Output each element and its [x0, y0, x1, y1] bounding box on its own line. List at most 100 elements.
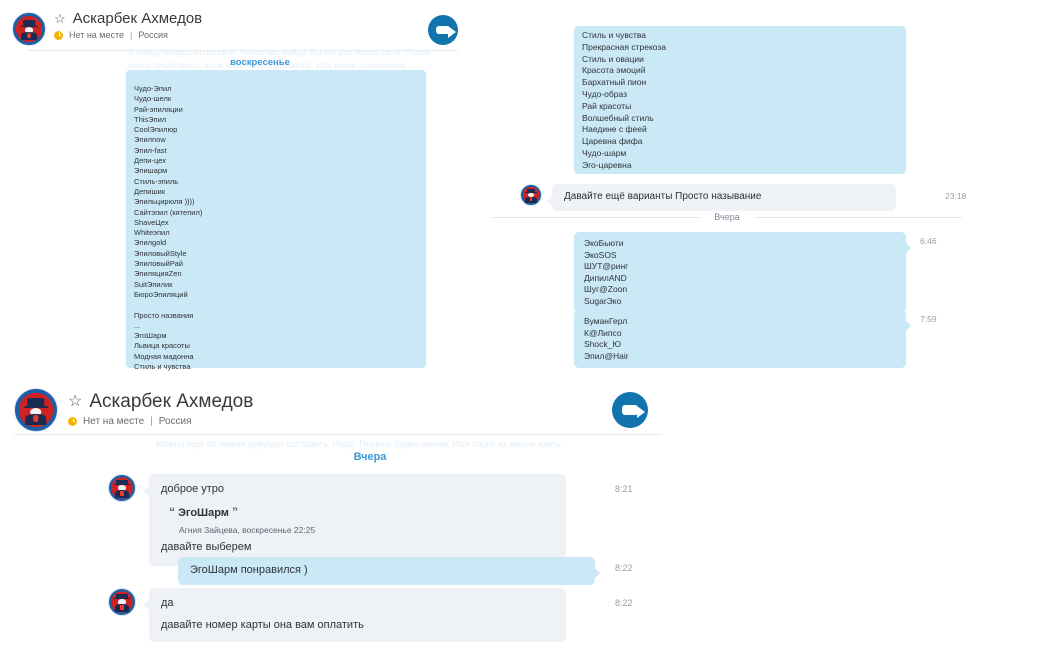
list-item: Стиль и чувства	[134, 362, 191, 372]
avatar-tie	[27, 32, 31, 38]
date-divider-sunday-label: воскресенье	[230, 56, 290, 68]
list-item: SuitЭпилик	[134, 279, 173, 289]
message-row-1: доброе утро “ ЭгоШарм ” Агния Зайцева, в…	[108, 474, 608, 567]
status-separator: |	[130, 30, 133, 40]
quote-close-icon: ”	[232, 504, 238, 519]
message-bubble[interactable]: Давайте ещё варианты Просто называние	[547, 184, 896, 211]
list-item: ЭпиловыйРай	[134, 259, 183, 269]
camera-icon	[621, 404, 645, 418]
date-divider-sunday: воскресенье	[180, 55, 340, 69]
divider-line-right	[753, 216, 963, 218]
list-item: Эпилgold	[134, 238, 167, 248]
contact-status-text: Нет на месте	[69, 30, 125, 40]
list-item: Эпишарм	[134, 166, 168, 176]
message-text-line2: давайте выберем	[161, 541, 252, 554]
contact-country: Россия	[138, 30, 168, 40]
quoted-message: “ ЭгоШарм ” Агния Зайцева, воскресенье 2…	[169, 504, 554, 536]
avatar[interactable]	[12, 12, 46, 46]
message-timestamp: 23:18	[945, 191, 967, 201]
avatar-face	[24, 27, 34, 34]
quoted-message-meta: Агния Зайцева, воскресенье 22:25	[179, 524, 316, 535]
avatar-hat	[526, 188, 536, 192]
avatar-hat	[116, 479, 128, 484]
message-text-line1: доброе утро	[161, 483, 225, 495]
list-item: Просто названия	[134, 310, 194, 320]
video-call-button-bottom[interactable]	[612, 392, 648, 428]
contact-status-text: Нет на месте	[83, 416, 145, 427]
list-item: SugarЭко	[584, 295, 622, 306]
away-status-icon	[68, 417, 77, 426]
list-item: Стиль и чувства	[582, 30, 647, 40]
message-avatar[interactable]	[108, 474, 136, 502]
list-item: Бархатный пион	[582, 77, 647, 88]
list-item: CoolЭпилюр	[134, 125, 178, 135]
avatar-tie	[120, 490, 124, 496]
message-bubble-2[interactable]: ЭгоШарм понравился )	[178, 557, 600, 585]
avatar-face	[30, 407, 42, 416]
contact-name-row: ☆ Аскарбек Ахмедов	[68, 391, 253, 413]
message-timestamp-b: 7:59	[920, 314, 937, 324]
list-item: ЭкоSOS	[584, 249, 617, 260]
quoted-message-text-row: “ ЭгоШарм ”	[169, 504, 554, 522]
message-text-line1: да	[161, 597, 174, 609]
avatar-hat-brim	[114, 597, 130, 600]
avatar-hat	[116, 593, 128, 598]
contact-name-row: ☆ Аскарбек Ахмедов	[54, 10, 202, 27]
list-item: ШУТ@ринг	[584, 261, 629, 271]
avatar-face	[527, 193, 535, 197]
list-item: Эпил@Hair	[584, 350, 629, 361]
message-timestamp-a: 6:46	[920, 236, 937, 246]
list-item: Прекрасная стрекоза	[582, 41, 667, 52]
header-text-block: ☆ Аскарбек Ахмедов Нет на месте | Россия	[54, 10, 202, 40]
message-bubble[interactable]: да давайте номер карты она вам оплатить	[144, 588, 566, 642]
date-divider-yesterday-bottom-label: Вчера	[353, 451, 387, 463]
list-item: Наедине с феей	[582, 124, 647, 135]
list-item: ThisЭпил	[134, 114, 167, 124]
date-divider-yesterday-right: Вчера	[492, 210, 963, 224]
contact-country: Россия	[158, 416, 192, 427]
list-item: ShaveЦех	[134, 217, 169, 227]
list-item: Львица красоты	[134, 341, 190, 351]
list-item: ВуманГерл	[584, 316, 628, 326]
list-item: БюроЭпиляций	[134, 289, 188, 299]
favorite-star-icon[interactable]: ☆	[54, 11, 66, 26]
message-timestamp-1: 8:21	[615, 484, 633, 494]
video-call-button-top[interactable]	[428, 15, 458, 45]
quote-open-icon: “	[169, 504, 175, 519]
message-text-line2: давайте номер карты она вам оплатить	[161, 618, 364, 631]
avatar[interactable]	[14, 388, 58, 432]
message-avatar[interactable]	[520, 184, 542, 206]
favorite-star-icon[interactable]: ☆	[68, 393, 83, 410]
avatar-hat	[27, 398, 45, 407]
divider-line-left	[492, 216, 701, 218]
list-item: ЭкоБьюти	[584, 238, 624, 248]
list-item: Стиль-эпиль	[134, 176, 179, 186]
list-item: Сайтэпил (кятепил)	[134, 207, 203, 217]
list-item: ДипилAND	[584, 272, 627, 283]
message-avatar[interactable]	[108, 588, 136, 616]
avatar-tie	[33, 414, 39, 422]
list-item: ...	[134, 320, 141, 330]
list-item: Whiteэпил	[134, 228, 170, 238]
list-item: Эпил-fast	[134, 145, 167, 155]
message-row-3: да давайте номер карты она вам оплатить	[108, 588, 608, 642]
list-item: Shock_Ю	[584, 339, 621, 349]
date-divider-yesterday-bottom: Вчера	[300, 449, 440, 465]
avatar-hat-brim	[114, 483, 130, 486]
list-item: ЭгоШарм	[134, 331, 167, 341]
avatar-tie	[120, 604, 124, 610]
avatar-figure	[24, 398, 48, 425]
message-timestamp-3: 8:22	[615, 598, 633, 608]
date-divider-yesterday-right-label: Вчера	[714, 212, 740, 222]
message-bubble[interactable]: доброе утро “ ЭгоШарм ” Агния Зайцева, в…	[144, 474, 566, 567]
avatar-hat-brim	[525, 191, 537, 193]
contact-status-row: Нет на месте | Россия	[54, 30, 202, 40]
chat-header-top: ☆ Аскарбек Ахмедов Нет на месте | Россия	[10, 10, 440, 50]
avatar-tie	[529, 197, 533, 201]
